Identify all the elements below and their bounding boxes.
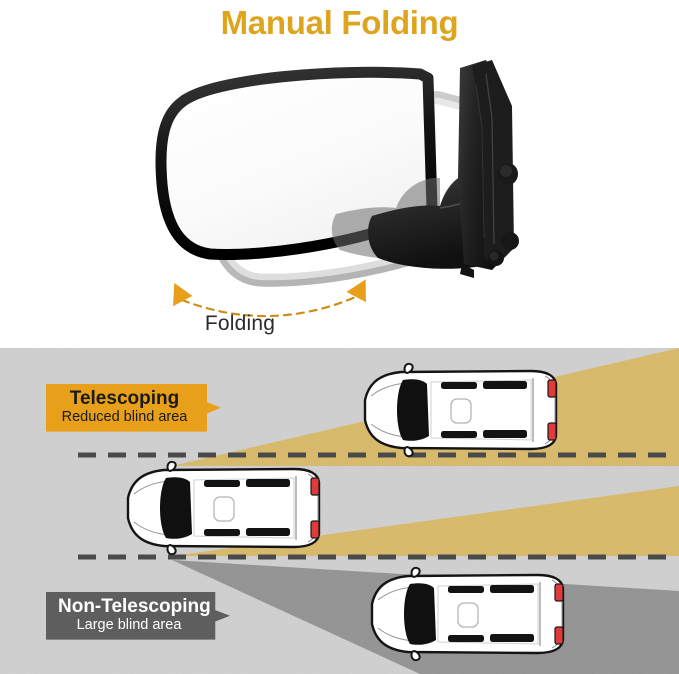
arrow-head-right-icon — [346, 279, 366, 303]
mirror-graphic — [155, 60, 519, 287]
non-telescoping-banner-subtitle: Large blind area — [76, 616, 182, 633]
telescoping-banner-subtitle: Reduced blind area — [61, 408, 188, 425]
non-telescoping-banner-title: Non-Telescoping — [58, 596, 211, 617]
telescoping-banner: Telescoping Reduced blind area — [46, 384, 221, 432]
telescoping-banner-title: Telescoping — [69, 388, 180, 409]
mounting-bracket — [458, 60, 519, 278]
non-telescoping-banner: Non-Telescoping Large blind area — [46, 592, 230, 640]
side-mirror-illustration — [140, 58, 550, 298]
folding-label: Folding — [204, 312, 276, 335]
manual-folding-panel: Manual Folding — [140, 4, 550, 335]
arrow-head-left-icon — [173, 282, 193, 307]
folding-arc-arrow — [173, 279, 366, 318]
folding-arc-dashed-line — [180, 294, 360, 318]
upper-adjacent-car — [363, 362, 558, 458]
lower-adjacent-car — [370, 566, 565, 662]
ego-car — [126, 460, 321, 556]
mounting-stud-mid — [501, 232, 519, 250]
page-title: Manual Folding — [220, 4, 459, 41]
